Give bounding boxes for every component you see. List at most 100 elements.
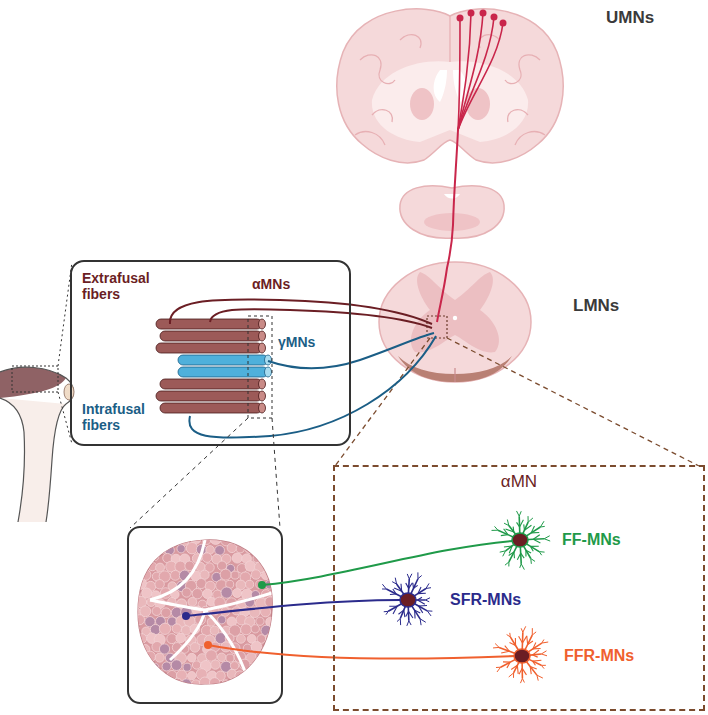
extrafusal-fiber [259, 379, 266, 389]
muscle-cell [161, 534, 171, 544]
dendrite-branch [398, 610, 403, 614]
muscle-cell [227, 543, 237, 553]
dendrite-branch [533, 660, 542, 662]
muscle-cell [176, 633, 186, 643]
dendrite-branch [400, 584, 402, 591]
muscle-cell [192, 680, 200, 688]
dendrite-branch [418, 593, 426, 594]
dendrite-branch [515, 638, 516, 645]
dendrite-tip [425, 600, 429, 602]
muscle-cell [143, 663, 152, 672]
cross-section-zoom [272, 418, 280, 528]
muscle-cell [271, 623, 282, 634]
muscle-cell [241, 535, 250, 544]
upper-motor-neuron-tract [468, 10, 475, 17]
dendrite-branch [521, 553, 524, 558]
muscle-cell [265, 633, 275, 643]
muscle-cell [186, 542, 198, 554]
dendrite-tip [519, 511, 521, 516]
muscle-cell [265, 597, 275, 607]
leg-drawing [0, 367, 74, 522]
dendrite-tip [540, 526, 544, 528]
dendrite-branch [390, 593, 396, 595]
part-label: αMN [335, 472, 703, 492]
muscle-cell [266, 543, 276, 553]
neuron-type-label: FFR-MNs [564, 647, 634, 665]
dendrite-tip [544, 536, 550, 539]
neuron-soma [512, 533, 528, 547]
dendrite-tip [400, 618, 401, 625]
muscle-cell [183, 663, 191, 671]
dendrite-tip [420, 619, 422, 625]
dendrite-tip [505, 562, 509, 565]
motor-neuron-node: FF-MNs [478, 505, 621, 575]
intrafusal-fiber [178, 367, 268, 377]
neuron-icon [366, 565, 450, 635]
muscle-cell [261, 571, 270, 580]
dendrite-branch [408, 611, 412, 618]
muscle-cell [155, 653, 164, 662]
muscle-cell [188, 672, 196, 680]
dendrite-branch [501, 534, 508, 536]
muscle-cell [136, 544, 145, 553]
muscle-cell [199, 677, 210, 688]
upper-motor-neuron-tract [458, 23, 503, 130]
leg-drawing [12, 366, 58, 392]
brain-section [337, 9, 563, 163]
dendrite-branch [513, 527, 515, 532]
dendrite-branch [415, 610, 421, 613]
part-label: αMNs [252, 276, 290, 292]
brain-section [515, 132, 545, 145]
muscle-cell [188, 597, 197, 606]
leg-drawing [0, 398, 25, 522]
dendrite-tip [407, 621, 409, 626]
dendrite-tip [397, 618, 400, 621]
spinal-zoom-box [335, 316, 699, 466]
intrafusal-fiber [265, 355, 272, 365]
upper-motor-neuron-tract [500, 20, 507, 27]
upper-motor-neuron-tract [457, 15, 464, 22]
muscle-cell [278, 634, 287, 643]
dendrite-branch [517, 522, 520, 526]
neuron-soma [400, 593, 416, 607]
muscle-cell [255, 545, 265, 555]
dendrite-branch [419, 605, 427, 606]
dendrite-tip [418, 575, 422, 578]
neuron-icon [480, 621, 564, 691]
dendrite-tip [492, 530, 498, 531]
muscle-cross-section [130, 533, 287, 691]
dendrite-branch [533, 655, 538, 657]
muscle-cell [135, 670, 146, 681]
extrafusal-fiber [160, 403, 262, 413]
muscle-cell [264, 669, 275, 680]
dendrite-tip [500, 551, 506, 552]
muscle-cell [133, 537, 141, 545]
extrafusal-fiber [259, 331, 266, 341]
extrafusal-fiber [160, 379, 266, 389]
muscle-cell [151, 679, 161, 689]
dendrite-tip [541, 665, 544, 668]
gamma-motor-axons [268, 333, 434, 368]
leg-drawing [0, 262, 74, 522]
level-label: UMNs [606, 8, 654, 28]
part-label: γMNs [278, 334, 315, 350]
dendrite-branch [520, 520, 524, 527]
dendrite-branch [409, 583, 413, 589]
muscle-cell [136, 653, 145, 662]
muscle-cross-section [150, 600, 205, 610]
brain-section [434, 70, 447, 102]
muscle-cell [152, 535, 160, 543]
brainstem-section [444, 194, 460, 199]
muscle-cell [159, 644, 169, 654]
dendrite-branch [522, 668, 526, 675]
dendrite-tip [507, 520, 508, 526]
muscle-cell [134, 615, 144, 625]
muscle-cell [231, 571, 239, 579]
muscle-cross-section [130, 533, 287, 691]
muscle-cell [130, 554, 140, 564]
extrafusal-fiber [156, 391, 262, 401]
muscle-cell [232, 553, 242, 563]
motor-unit-axons [262, 541, 512, 585]
muscle-cell [232, 680, 242, 690]
extrafusal-fiber [259, 391, 266, 401]
